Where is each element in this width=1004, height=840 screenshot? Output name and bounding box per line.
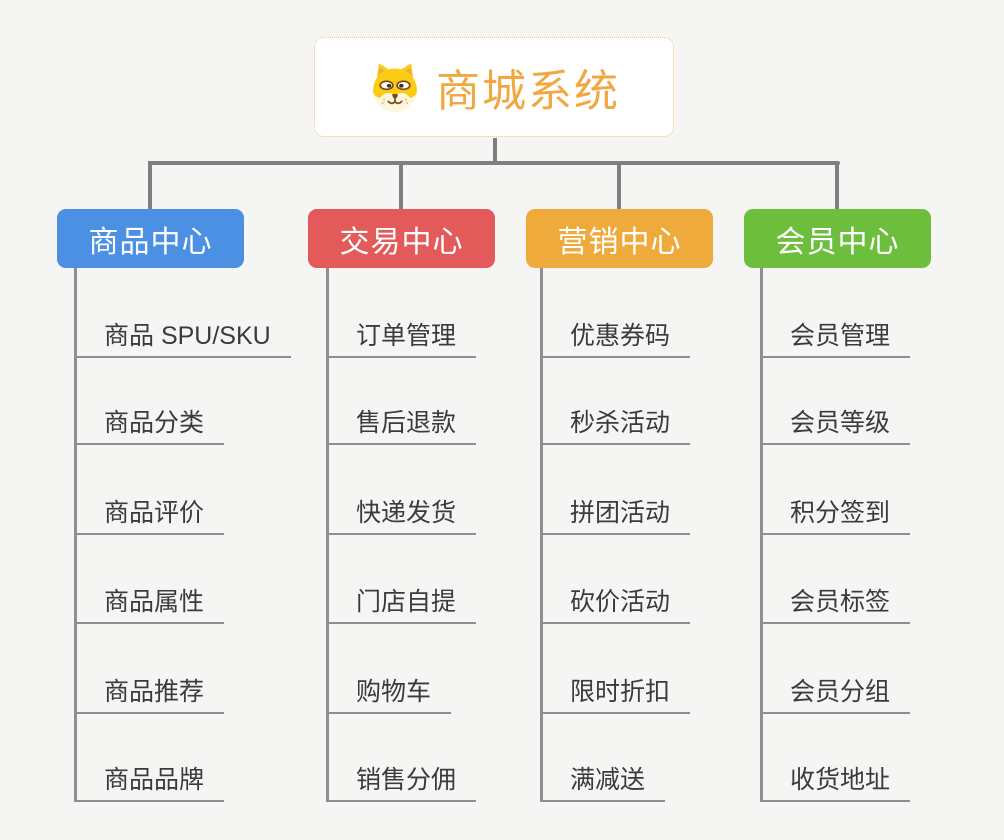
branch-node-member[interactable]: 会员中心 xyxy=(744,209,931,268)
root-title: 商城系统 xyxy=(436,67,620,116)
leaf-topic[interactable]: 订单管理 xyxy=(326,319,477,358)
branch-node-trade[interactable]: 交易中心 xyxy=(308,209,495,268)
leaf-topic[interactable]: 门店自提 xyxy=(326,585,477,624)
leaf-topic[interactable]: 满减送 xyxy=(540,763,666,802)
branch-children-trade: 订单管理 售后退款 快递发货 门店自提 购物车 销售分佣 xyxy=(326,268,566,808)
branch-node-marketing[interactable]: 营销中心 xyxy=(526,209,713,268)
connector-bus xyxy=(148,161,840,165)
leaf-topic[interactable]: 商品分类 xyxy=(74,406,225,445)
branch-label: 交易中心 xyxy=(339,225,464,259)
leaf-topic[interactable]: 商品推荐 xyxy=(74,675,225,714)
leaf-topic[interactable]: 拼团活动 xyxy=(540,496,691,535)
leaf-topic[interactable]: 售后退款 xyxy=(326,406,477,445)
connector-drop-trade xyxy=(399,161,403,210)
branch-children-member: 会员管理 会员等级 积分签到 会员标签 会员分组 收货地址 xyxy=(760,268,1000,808)
root-topic[interactable]: 商城系统 xyxy=(314,37,674,137)
leaf-topic[interactable]: 销售分佣 xyxy=(326,763,477,802)
branch-label: 商品中心 xyxy=(88,225,213,259)
leaf-topic[interactable]: 砍价活动 xyxy=(540,585,691,624)
leaf-topic[interactable]: 商品属性 xyxy=(74,585,225,624)
leaf-topic[interactable]: 会员标签 xyxy=(760,585,911,624)
leaf-topic[interactable]: 快递发货 xyxy=(326,496,477,535)
branch-children-marketing: 优惠券码 秒杀活动 拼团活动 砍价活动 限时折扣 满减送 xyxy=(540,268,780,808)
leaf-topic[interactable]: 秒杀活动 xyxy=(540,406,691,445)
leaf-topic[interactable]: 购物车 xyxy=(326,675,452,714)
connector-root-stub xyxy=(493,138,497,163)
leaf-topic[interactable]: 会员管理 xyxy=(760,319,911,358)
leaf-topic[interactable]: 会员分组 xyxy=(760,675,911,714)
leaf-topic[interactable]: 商品 SPU/SKU xyxy=(74,319,291,358)
branch-label: 会员中心 xyxy=(775,225,900,259)
dog-face-icon xyxy=(373,63,417,113)
leaf-topic[interactable]: 限时折扣 xyxy=(540,675,691,714)
connector-drop-member xyxy=(835,161,839,210)
leaf-topic[interactable]: 优惠券码 xyxy=(540,319,691,358)
leaf-topic[interactable]: 商品评价 xyxy=(74,496,225,535)
leaf-topic[interactable]: 商品品牌 xyxy=(74,763,225,802)
branch-label: 营销中心 xyxy=(557,225,682,259)
leaf-topic[interactable]: 积分签到 xyxy=(760,496,911,535)
leaf-topic[interactable]: 会员等级 xyxy=(760,406,911,445)
branch-children-product: 商品 SPU/SKU 商品分类 商品评价 商品属性 商品推荐 商品品牌 xyxy=(74,268,314,808)
connector-drop-product xyxy=(148,161,152,210)
branch-node-product[interactable]: 商品中心 xyxy=(57,209,244,268)
leaf-topic[interactable]: 收货地址 xyxy=(760,763,911,802)
connector-drop-marketing xyxy=(617,161,621,210)
